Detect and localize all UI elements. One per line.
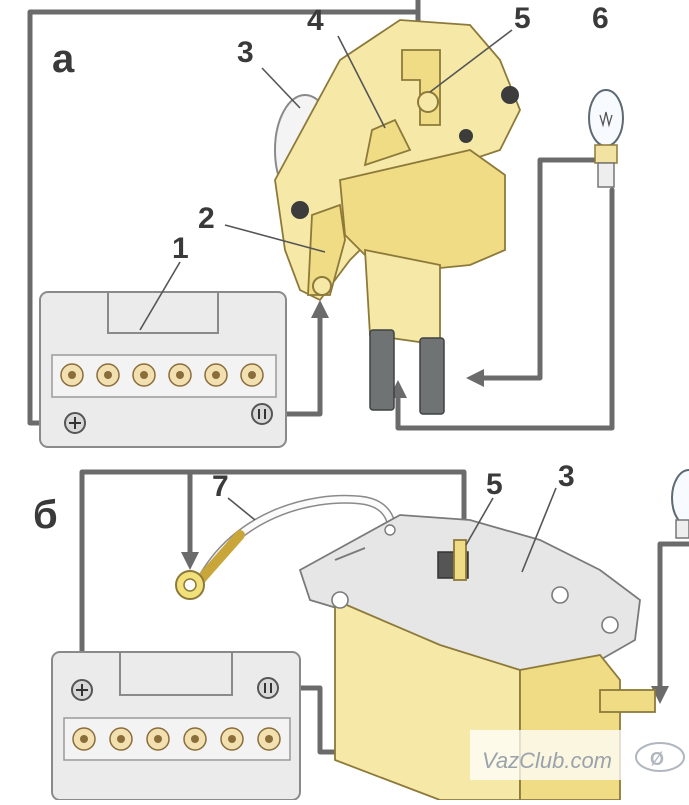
- battery-a: [39, 291, 287, 448]
- leader-terminal-top-a: [429, 29, 513, 93]
- wire-b-top-loop: [79, 469, 467, 691]
- lamp-a-icon: [588, 89, 624, 188]
- battery-b-minus-terminal: [257, 677, 279, 699]
- lamp-b-icon: [671, 469, 689, 539]
- battery-a-minus-terminal: [251, 403, 273, 425]
- battery-b: [51, 651, 301, 801]
- label-regulator-a: 3: [237, 36, 254, 69]
- label-wire-7: 7: [212, 470, 229, 503]
- arrow-a-terminal2: [311, 300, 329, 318]
- label-regulator-b: 3: [558, 460, 575, 493]
- label-contact: 4: [307, 4, 324, 37]
- label-terminal-top-a: 5: [514, 2, 531, 35]
- label-lamp: 6: [592, 2, 609, 35]
- battery-a-cells: [60, 363, 264, 387]
- label-battery: 1: [172, 232, 189, 265]
- watermark: VazClub.com: [482, 748, 612, 773]
- wire-b-lamp: [657, 541, 689, 693]
- section-b-label: б: [33, 493, 58, 537]
- leader-terminal-top-b: [465, 497, 494, 546]
- arrow-a-pin: [466, 369, 484, 387]
- leader-regulator-b: [521, 487, 557, 573]
- wire-a-lamp-loop: [395, 187, 615, 431]
- wire-7-lug: [197, 530, 245, 583]
- section-a: а 1 2 3 4 5 6: [27, 0, 624, 448]
- regulator-a: [274, 19, 521, 415]
- leader-regulator-a: [261, 67, 301, 109]
- leader-contact: [337, 35, 386, 129]
- leader-wire-7: [227, 497, 256, 521]
- section-b: б 7 5 3: [33, 460, 689, 801]
- arrow-b-ring: [181, 552, 199, 570]
- leader-battery: [139, 261, 181, 331]
- label-terminal-top-b: 5: [486, 468, 503, 501]
- section-a-label: а: [52, 37, 75, 81]
- svg-text:Ø: Ø: [650, 749, 664, 769]
- label-terminal: 2: [198, 202, 215, 235]
- leader-terminal: [224, 224, 326, 253]
- battery-b-cells: [72, 727, 281, 751]
- watermark-car-icon: Ø: [635, 742, 685, 772]
- wire-a-lamp-to-pin: [475, 157, 601, 381]
